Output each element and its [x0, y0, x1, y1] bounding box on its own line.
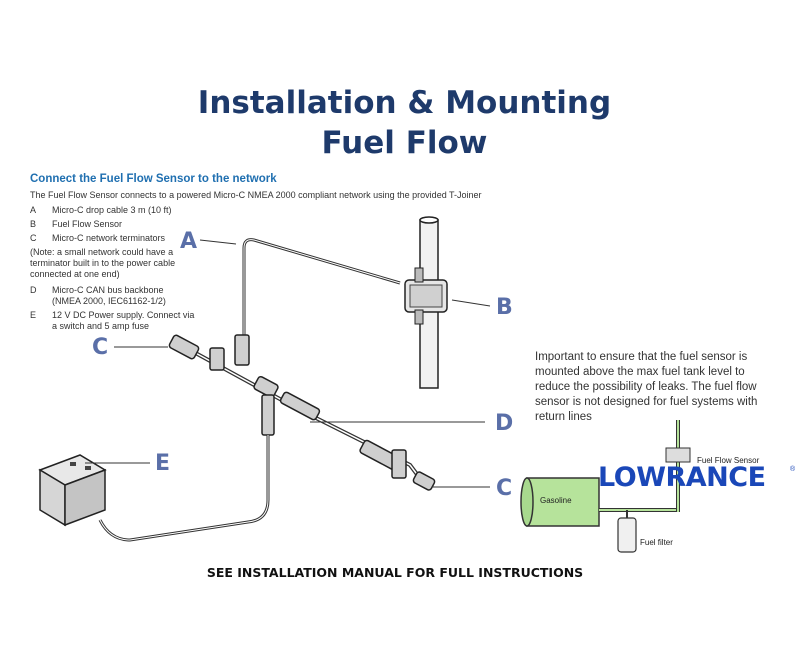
lowrance-logo: LOWRANCE [598, 462, 766, 493]
fuel-flow-sensor [404, 267, 448, 325]
drop-cable-a [242, 238, 401, 340]
callout-e: E [155, 451, 171, 476]
fuel-flow-sensor-label: Fuel Flow Sensor [697, 456, 760, 465]
legend-item-a: A Micro-C drop cable 3 m (10 ft) [30, 205, 200, 216]
footer-instructions: SEE INSTALLATION MANUAL FOR FULL INSTRUC… [206, 565, 584, 580]
legend-key: C [30, 233, 37, 243]
legend-item-e: E 12 V DC Power supply. Connect via a sw… [30, 310, 200, 332]
legend-key: E [30, 310, 37, 320]
legend-note: (Note: a small network could have a term… [30, 247, 176, 279]
callout-b: B [496, 295, 513, 320]
callout-leaders [85, 239, 491, 488]
legend-item-b: B Fuel Flow Sensor [30, 219, 200, 230]
legend-text: Micro-C CAN bus backbone (NMEA 2000, IEC… [52, 285, 166, 306]
legend-text: 12 V DC Power supply. Connect via a swit… [52, 310, 195, 331]
battery [38, 454, 107, 527]
page-title-line2: Fuel Flow [321, 125, 488, 161]
legend-text: Micro-C drop cable 3 m (10 ft) [52, 205, 172, 215]
legend-key: D [30, 285, 37, 295]
legend: A Micro-C drop cable 3 m (10 ft) B Fuel … [30, 205, 200, 335]
legend-text: Micro-C network terminators [52, 233, 166, 243]
callout-c-left: C [92, 335, 109, 360]
fuel-system-diagram [520, 420, 691, 553]
registered-mark: ® [790, 466, 796, 473]
mounting-note: Important to ensure that the fuel sensor… [535, 351, 758, 423]
callout-a: A [180, 229, 198, 254]
legend-key: B [30, 219, 37, 229]
legend-item-c: C Micro-C network terminators [30, 233, 200, 244]
callout-c-right: C [496, 476, 513, 501]
legend-key: A [30, 205, 37, 215]
legend-item-d: D Micro-C CAN bus backbone (NMEA 2000, I… [30, 285, 200, 307]
power-cable-e [98, 435, 270, 542]
page-title-line1: Installation & Mounting [197, 85, 612, 121]
legend-text: Fuel Flow Sensor [52, 219, 123, 229]
callout-d: D [495, 411, 514, 436]
section-description: The Fuel Flow Sensor connects to a power… [30, 190, 482, 200]
fuel-filter-label: Fuel filter [640, 538, 673, 547]
section-heading: Connect the Fuel Flow Sensor to the netw… [30, 173, 277, 185]
t-joiner [168, 334, 436, 491]
gasoline-label: Gasoline [540, 496, 572, 505]
